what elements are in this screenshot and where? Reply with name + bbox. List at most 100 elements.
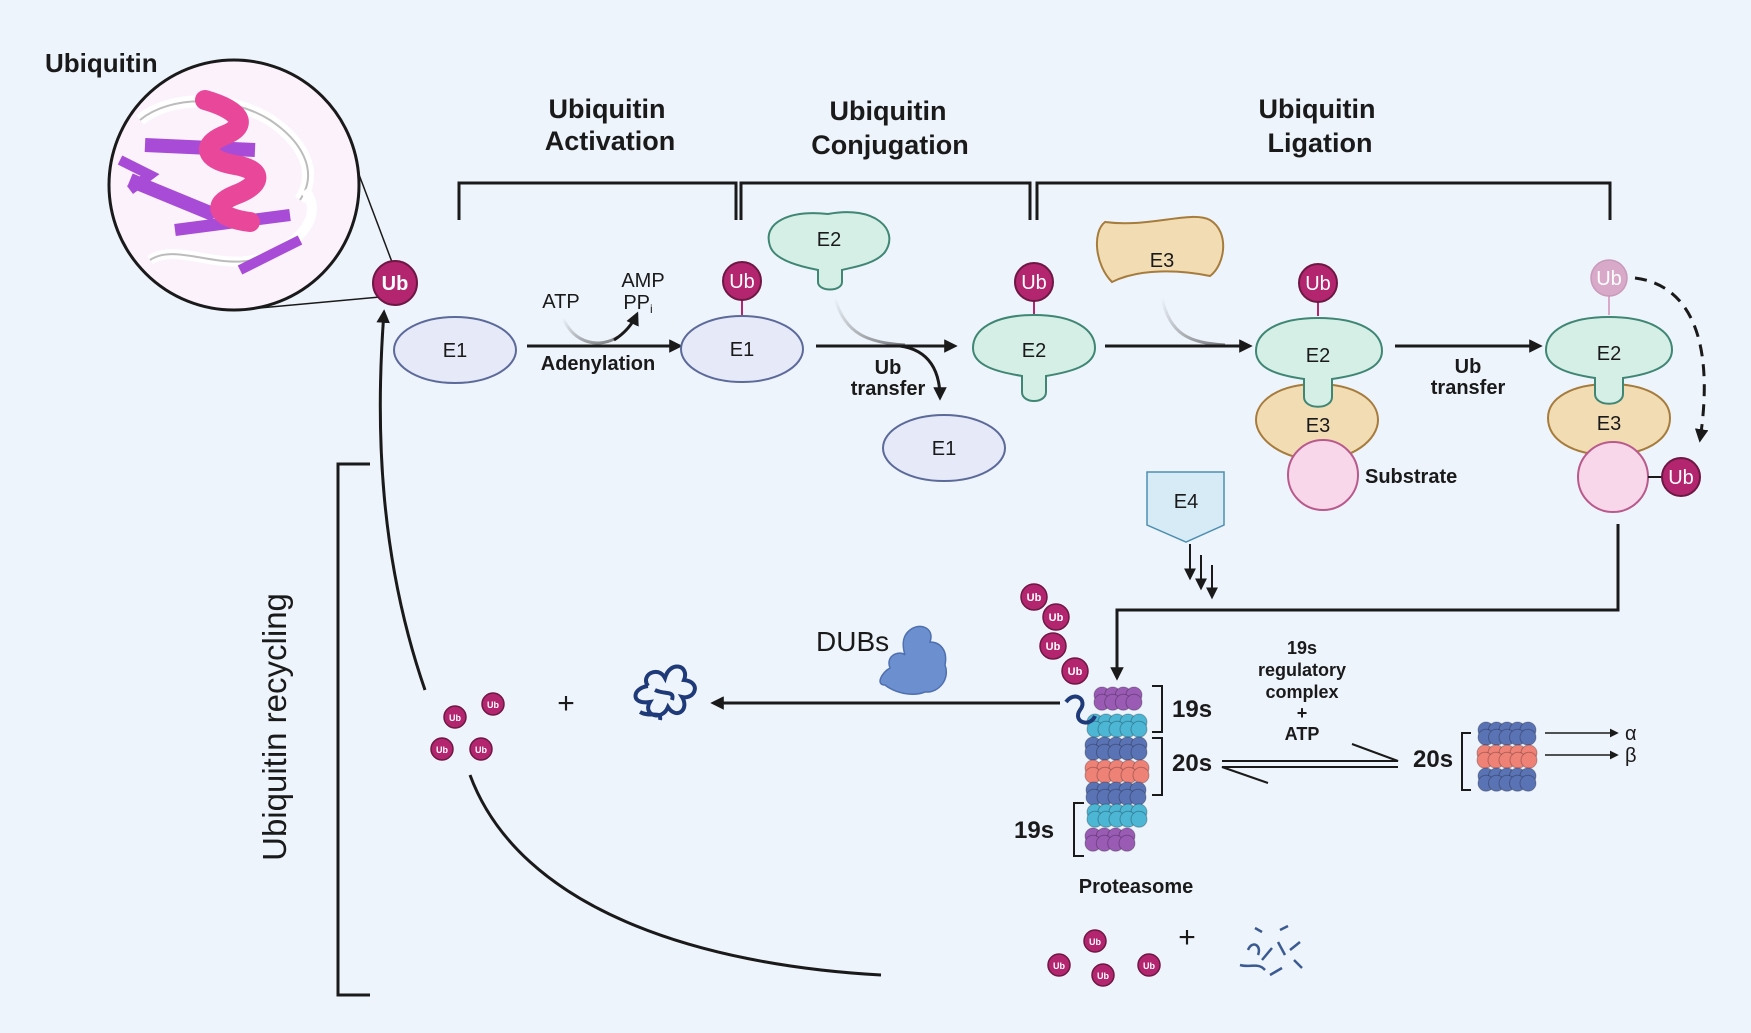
e1-released: E1 xyxy=(882,414,1006,482)
svg-text:Ubiquitin: Ubiquitin xyxy=(1259,94,1376,124)
svg-text:Ub: Ub xyxy=(1143,961,1155,971)
svg-text:Ub: Ub xyxy=(1068,666,1083,678)
svg-text:E2: E2 xyxy=(1597,343,1621,365)
svg-text:Ub: Ub xyxy=(475,745,487,755)
svg-text:E3: E3 xyxy=(1597,413,1621,435)
ub-transfer-label-2: Ub transfer xyxy=(1431,356,1506,399)
svg-text:Ub: Ub xyxy=(449,713,461,723)
stage-conjugation-header: Ubiquitin Conjugation xyxy=(811,96,968,160)
svg-text:Ub: Ub xyxy=(1021,272,1047,294)
equilibrium-arrows xyxy=(1221,743,1399,784)
svg-text:19s: 19s xyxy=(1014,817,1054,844)
degraded-peptide-fragments xyxy=(1239,924,1303,977)
e2-binding-curve xyxy=(833,297,906,347)
amp-ppi-label: AMP PPi xyxy=(621,270,664,316)
free-ub: Ub xyxy=(372,260,418,306)
svg-text:AMP: AMP xyxy=(621,270,664,292)
proteasome xyxy=(1084,686,1150,852)
svg-text:E2: E2 xyxy=(817,229,841,251)
recycling-bracket xyxy=(336,462,370,997)
ubiquitinated-substrate-complex: E3 Ub E2 Ub xyxy=(1544,259,1701,513)
svg-text:E2: E2 xyxy=(1022,340,1046,362)
svg-text:Ub: Ub xyxy=(1053,961,1065,971)
proteasome-labels: 19s 20s 19s Proteasome xyxy=(1014,685,1212,898)
e1-release-arrow xyxy=(899,344,947,401)
svg-text:E3: E3 xyxy=(1306,415,1330,437)
svg-text:Ub: Ub xyxy=(729,271,755,293)
recycling-label: Ubiquitin recycling xyxy=(256,593,293,861)
released-substrate-icon xyxy=(633,664,697,721)
svg-text:Ub: Ub xyxy=(1046,641,1061,653)
e2-enzyme: E2 xyxy=(767,211,891,291)
svg-text:Ub: Ub xyxy=(1455,356,1482,378)
free-ub-cluster-bottom: Ub Ub Ub Ub xyxy=(1047,929,1161,987)
stage-activation-header: Ubiquitin Activation xyxy=(545,94,676,156)
alpha-beta-subunit-arrows xyxy=(1545,728,1619,760)
stage-brackets xyxy=(457,181,1612,220)
e1-enzyme: E1 xyxy=(393,316,517,384)
svg-text:transfer: transfer xyxy=(851,378,926,400)
svg-text:Ub: Ub xyxy=(1097,971,1109,981)
e3-enzyme: E3 xyxy=(1095,216,1225,284)
svg-text:complex: complex xyxy=(1265,682,1338,702)
e2-ub-complex: Ub E2 xyxy=(971,262,1097,402)
free-20s-label: 20s xyxy=(1413,732,1471,791)
svg-text:19s: 19s xyxy=(1172,696,1212,723)
ubiquitin-title: Ubiquitin xyxy=(45,48,158,78)
svg-text:Activation: Activation xyxy=(545,126,676,156)
e1-ub-complex: Ub E1 xyxy=(680,261,804,383)
ub-transfer-label-1: Ub transfer xyxy=(851,357,926,400)
free-20s-core xyxy=(1476,721,1538,792)
free-ub-cluster-left: Ub Ub Ub Ub xyxy=(430,692,505,761)
atp-consumption-curve xyxy=(561,317,619,345)
dubs-label: DUBs xyxy=(816,626,889,657)
regulatory-complex-label: 19s regulatory complex + ATP xyxy=(1258,638,1346,744)
svg-text:E1: E1 xyxy=(932,438,956,460)
svg-text:19s: 19s xyxy=(1287,638,1317,658)
polyubiquitin-chain: Ub Ub Ub Ub xyxy=(1020,583,1089,685)
adenylation-label: Adenylation xyxy=(541,353,655,375)
svg-text:E1: E1 xyxy=(730,339,754,361)
e3-binding-curve xyxy=(1160,297,1226,347)
svg-text:+: + xyxy=(1297,703,1308,723)
svg-text:Ub: Ub xyxy=(875,357,902,379)
amp-release-arrow xyxy=(613,311,639,342)
svg-text:Ub: Ub xyxy=(1596,268,1622,290)
svg-text:E3: E3 xyxy=(1150,250,1174,272)
svg-text:Conjugation: Conjugation xyxy=(811,130,968,160)
beta-label: β xyxy=(1625,745,1637,767)
recycling-arrow-up xyxy=(376,309,427,691)
svg-text:Ub: Ub xyxy=(1305,273,1331,295)
dubs-enzyme-icon xyxy=(879,625,947,695)
svg-text:Ubiquitin: Ubiquitin xyxy=(830,96,947,126)
svg-text:E2: E2 xyxy=(1306,345,1330,367)
svg-text:Ub: Ub xyxy=(1089,937,1101,947)
e4-polyubiquitination-arrows xyxy=(1184,544,1218,600)
plus-sign-1: + xyxy=(557,687,575,720)
e4-enzyme: E4 xyxy=(1146,471,1225,543)
svg-text:Substrate: Substrate xyxy=(1365,466,1457,488)
ubiquitin-structure-inset xyxy=(107,58,396,312)
svg-text:Ubiquitin: Ubiquitin xyxy=(549,94,666,124)
e2-e3-substrate-complex: E3 Ub E2 Substrate xyxy=(1254,263,1457,511)
atp-label: ATP xyxy=(542,291,579,313)
svg-text:ATP: ATP xyxy=(1285,724,1320,744)
svg-text:regulatory: regulatory xyxy=(1258,660,1346,680)
svg-text:Ub: Ub xyxy=(1049,612,1064,624)
svg-text:Ub: Ub xyxy=(487,700,499,710)
svg-text:Ub: Ub xyxy=(436,745,448,755)
svg-text:PPi: PPi xyxy=(623,292,652,316)
svg-text:Ub: Ub xyxy=(1668,467,1694,489)
svg-text:Ub: Ub xyxy=(382,273,409,295)
ub-transfer-dashed-arrow xyxy=(1634,276,1709,443)
svg-text:Ub: Ub xyxy=(1027,592,1042,604)
stage-ligation-header: Ubiquitin Ligation xyxy=(1259,94,1376,158)
svg-text:Proteasome: Proteasome xyxy=(1079,876,1194,898)
recycling-curve-bottom xyxy=(468,774,882,977)
entering-peptide xyxy=(1064,694,1097,725)
alpha-label: α xyxy=(1625,723,1637,745)
svg-text:E4: E4 xyxy=(1174,491,1198,513)
svg-text:transfer: transfer xyxy=(1431,377,1506,399)
svg-text:Ligation: Ligation xyxy=(1268,128,1373,158)
